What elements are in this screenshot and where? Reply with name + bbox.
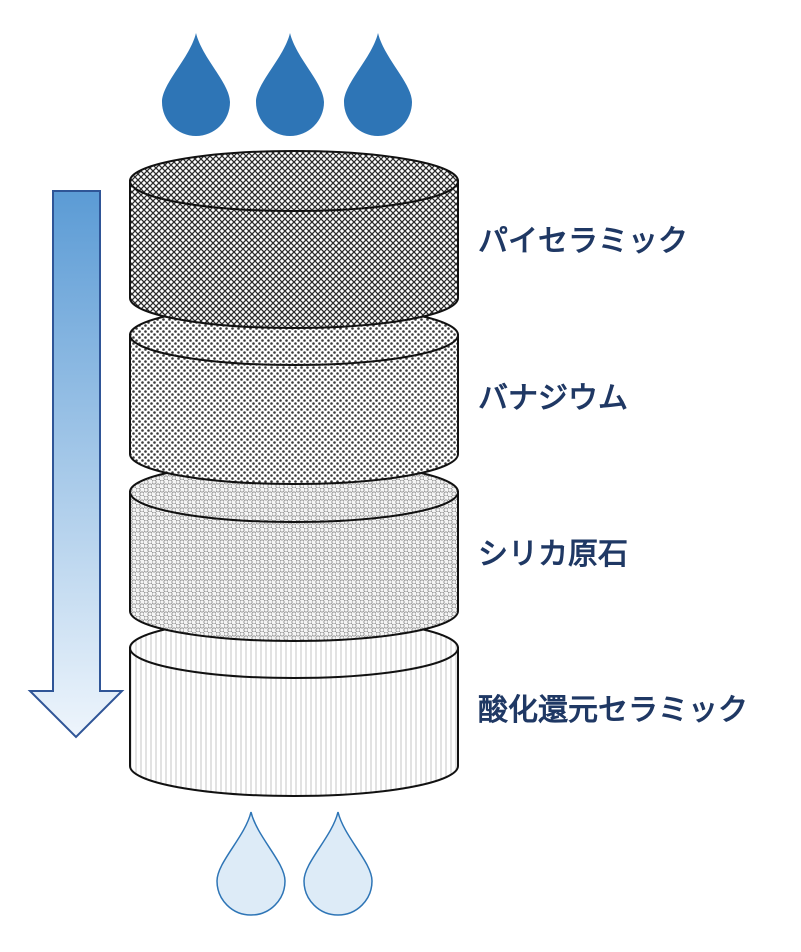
water-drop-icon: [344, 33, 412, 136]
water-drop-icon: [303, 811, 373, 916]
cylinder-top: [129, 150, 459, 212]
input-drops: [162, 33, 412, 136]
down-arrow-icon: [27, 190, 125, 739]
cylinder-body: [129, 491, 459, 642]
layer-label-2: バナジウム: [478, 381, 628, 416]
cylinder-body: [129, 180, 459, 329]
water-drop-icon: [216, 811, 286, 916]
cylinder-body: [129, 334, 459, 485]
layer-label-3: シリカ原石: [478, 537, 628, 572]
water-drop-icon: [162, 33, 230, 136]
filter-layer-2: [129, 304, 459, 485]
filter-layer-3: [129, 461, 459, 642]
filter-layer-4: [129, 617, 459, 797]
filter-layers: [129, 150, 459, 797]
water-drop-icon: [256, 33, 324, 136]
cylinder-body: [129, 647, 459, 797]
output-drops: [216, 811, 373, 916]
layer-label-4: 酸化還元セラミック: [478, 693, 748, 728]
filter-layer-1: [129, 150, 459, 329]
layer-label-1: パイセラミック: [478, 224, 688, 259]
layer-labels: パイセラミック バナジウム シリカ原石 酸化還元セラミック: [478, 224, 748, 728]
